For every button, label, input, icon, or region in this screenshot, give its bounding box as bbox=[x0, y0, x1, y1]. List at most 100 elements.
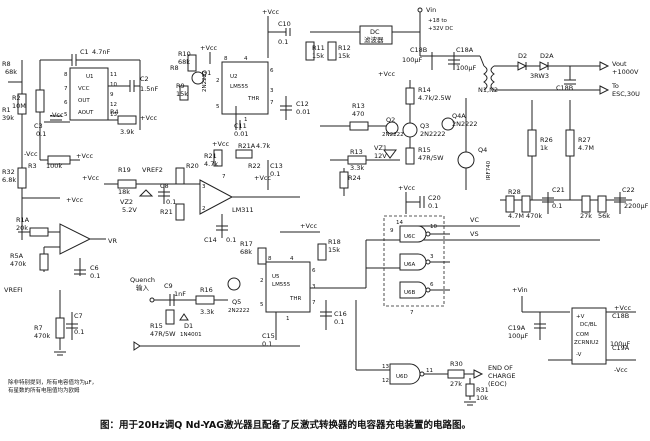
c12-value: 0.01 bbox=[296, 108, 310, 116]
c10-value: 0.1 bbox=[278, 38, 288, 46]
lm311-pin-2: 2 bbox=[202, 206, 206, 212]
vcc-u2: +Vcc bbox=[200, 44, 217, 52]
u6d-pin-13: 13 bbox=[382, 364, 389, 370]
u2-pin-1: 1 bbox=[244, 117, 248, 123]
dc-filter-box bbox=[359, 25, 393, 45]
vr-block: R32 6.8k +Vcc VR R1A 20k R5A 470k VREFI … bbox=[2, 150, 117, 356]
d2a-part: 3RW3 bbox=[530, 72, 549, 80]
u5-ref: U5 bbox=[272, 274, 280, 280]
u1-pin-7: 7 bbox=[64, 86, 68, 92]
r30-value: 27k bbox=[580, 212, 592, 220]
r15-ref: R15 bbox=[418, 146, 431, 154]
eoc-line-1: END OF bbox=[488, 364, 513, 372]
vcc-u5: +Vcc bbox=[300, 222, 317, 230]
d1-part: 1N4001 bbox=[180, 332, 202, 338]
eoc-line-3: (EOC) bbox=[488, 380, 507, 388]
c21-value: 100μF bbox=[456, 64, 477, 72]
c20-value: 2200μF bbox=[624, 202, 649, 210]
r28-ref: R27 bbox=[578, 136, 591, 144]
u2-ref: U2 bbox=[230, 74, 238, 80]
r13-value: 470 bbox=[352, 110, 364, 118]
r32-ref: R31 bbox=[476, 386, 489, 394]
vcc-opamp: +Vcc bbox=[66, 196, 83, 204]
q2-ref: Q2 bbox=[386, 116, 395, 124]
note-line-2: 有星数的所有电阻值均为欧姆 bbox=[8, 386, 80, 394]
q1-ref: Q1 bbox=[202, 69, 211, 77]
vcc-r24: +Vcc bbox=[254, 174, 271, 182]
r1a-value: 6.8k bbox=[2, 176, 16, 184]
c2-ref: C2 bbox=[140, 75, 149, 83]
u1-pin-13: 13 bbox=[110, 112, 117, 118]
r5a-ref: R1A bbox=[16, 216, 30, 224]
c12-ref: C12 bbox=[296, 100, 309, 108]
u2-pin-2: 2 bbox=[216, 78, 220, 84]
r12-value: 15k bbox=[338, 52, 350, 60]
u6-pin-6: 6 bbox=[430, 282, 434, 288]
u2-pin-3: 3 bbox=[270, 88, 274, 94]
u6-package bbox=[383, 215, 445, 307]
u6b-label: U6B bbox=[404, 290, 416, 296]
c20-ref: C22 bbox=[622, 186, 635, 194]
vin-label: Vin bbox=[426, 6, 436, 14]
r22-ref: R21 bbox=[204, 152, 217, 160]
u6-pin-9: 9 bbox=[390, 228, 394, 234]
r20-value: 18k bbox=[118, 188, 130, 196]
dcdc-minus-v: -V bbox=[576, 352, 582, 358]
u6d-ref: U6D bbox=[396, 374, 408, 380]
out-plus-vcc: +Vcc bbox=[614, 304, 631, 312]
u6-pin-3: 3 bbox=[430, 254, 434, 260]
r18-value: 68k bbox=[240, 248, 252, 256]
dcdc-part-1: DC/BL bbox=[580, 322, 598, 328]
u5-chip bbox=[265, 261, 311, 313]
c17-value: 0.1 bbox=[428, 202, 438, 210]
r7-value: 470k bbox=[34, 332, 50, 340]
c16-ref: C16 bbox=[334, 310, 347, 318]
u1-pin-11: 11 bbox=[110, 72, 117, 78]
d1-ref: D1 bbox=[184, 322, 193, 330]
eoc-line-2: CHARGE bbox=[488, 372, 516, 380]
u6d-pin-11: 11 bbox=[426, 368, 433, 374]
minus-vcc-r3: -Vcc bbox=[24, 150, 38, 158]
r21a-ref: R21 bbox=[160, 208, 173, 216]
c19a-value: 100μF bbox=[508, 332, 529, 340]
r16-ref: R15 bbox=[150, 322, 163, 330]
r28-value: 4.7M bbox=[578, 144, 594, 152]
r13b-value: 3.3k bbox=[350, 164, 364, 172]
u1-pin-9: 9 bbox=[110, 92, 114, 98]
r4-value: 3.9k bbox=[120, 128, 134, 136]
dc-filter-line2: 滤波器 bbox=[364, 35, 384, 44]
c6-ref: C6 bbox=[90, 264, 99, 272]
r6a-ref: R5A bbox=[10, 252, 24, 260]
u5-pin-1: 1 bbox=[286, 316, 290, 322]
vcc-r4: +Vcc bbox=[140, 114, 157, 122]
r19-ref: R18 bbox=[328, 238, 341, 246]
r9-ref: R9 bbox=[176, 82, 185, 90]
u1-inner-vcc: VCC bbox=[78, 86, 90, 92]
u2-part: LM555 bbox=[230, 84, 249, 90]
r17-value: 3.3k bbox=[200, 308, 214, 316]
r1-ref: R1 bbox=[2, 106, 11, 114]
u5-part: LM555 bbox=[272, 282, 291, 288]
c7-ref: C7 bbox=[74, 312, 83, 320]
r3-ref: R3 bbox=[28, 162, 37, 170]
r14-value: 4.7k/2.5W bbox=[418, 94, 452, 102]
c13-value: 0.1 bbox=[270, 170, 280, 178]
c18a-ref: C18B bbox=[612, 312, 629, 320]
c3-ref: C3 bbox=[34, 122, 43, 130]
c22-value: 100μF bbox=[402, 56, 423, 64]
u6c-label: U6C bbox=[404, 234, 416, 240]
u5-pin-7: 7 bbox=[312, 300, 316, 306]
c15-ref: C15 bbox=[262, 332, 275, 340]
r23-value: 4.7k bbox=[256, 142, 270, 150]
u6a-label: U6A bbox=[404, 262, 416, 268]
vrefi-label: VREFI bbox=[4, 286, 23, 294]
r1a-ref: R32 bbox=[2, 168, 15, 176]
u6-pin-10: 10 bbox=[430, 224, 437, 230]
r13b-ref: R13 bbox=[350, 148, 363, 156]
u1-pin-5: 5 bbox=[64, 112, 68, 118]
c18b-ref: C19A bbox=[612, 344, 630, 352]
u1-pin-10: 10 bbox=[110, 82, 117, 88]
vcc-c10: +Vcc bbox=[262, 8, 279, 16]
u2-pin-4: 4 bbox=[244, 56, 248, 62]
comparator-block: +Vcc R19 18k VREF2 VZ2 5.2V C8 0.1 R20 R… bbox=[82, 140, 300, 244]
